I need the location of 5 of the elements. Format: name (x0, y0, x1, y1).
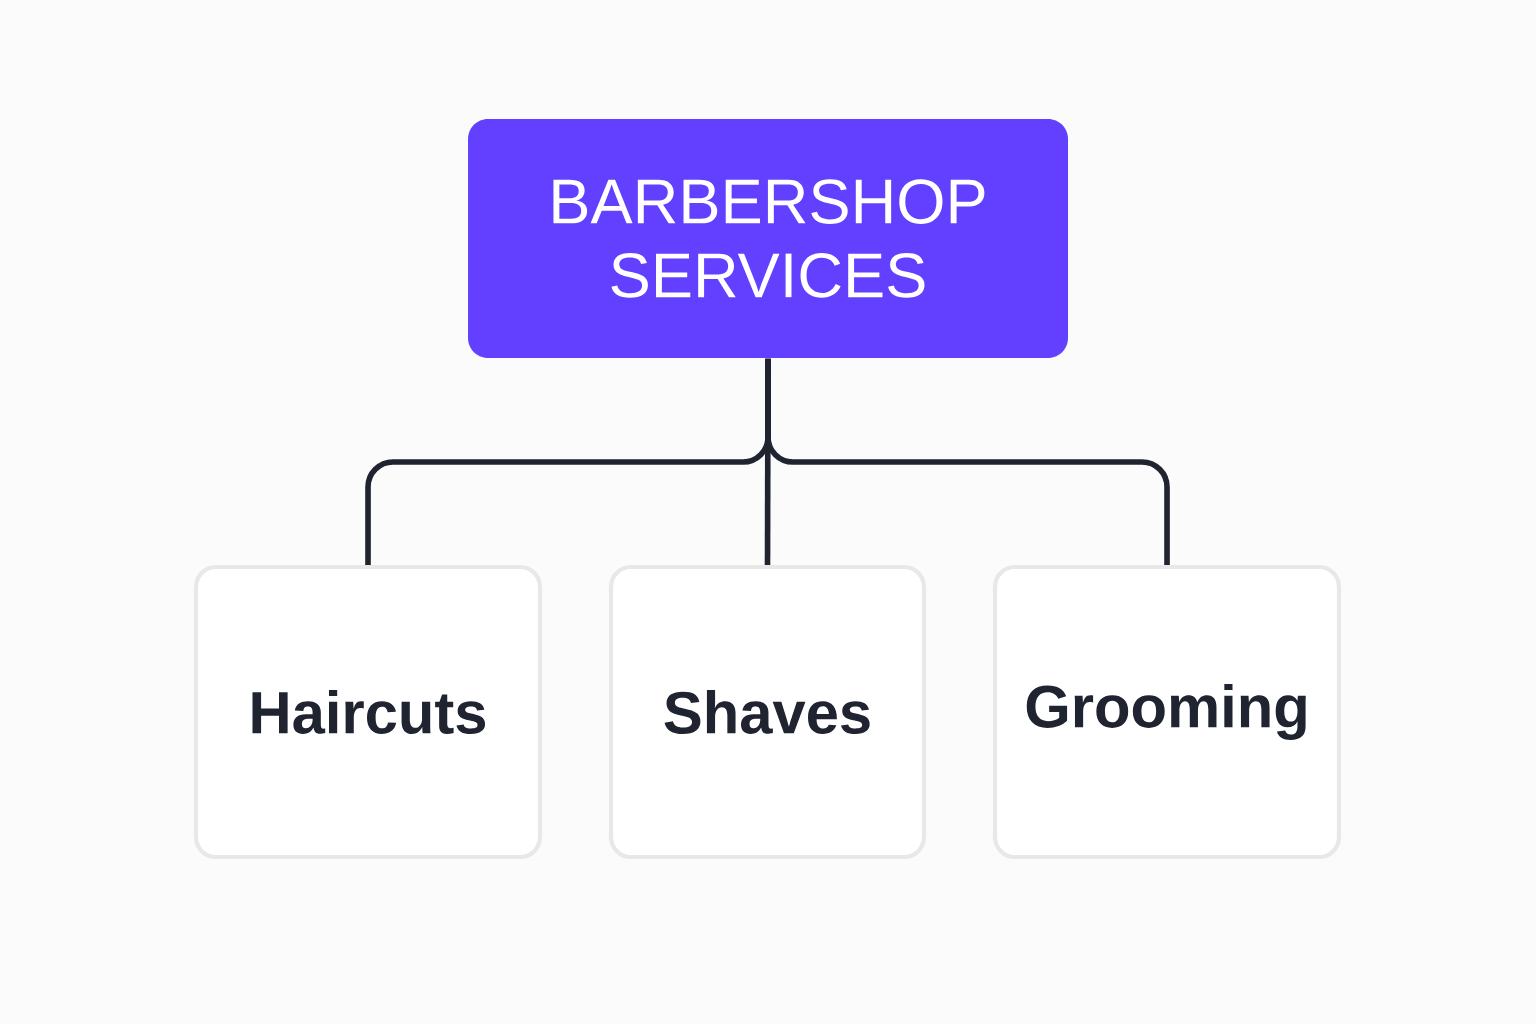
title-box: BARBERSHOP SERVICES (468, 119, 1068, 358)
connector-line (765, 358, 1170, 565)
category-box: Grooming (992, 564, 1342, 860)
category-box: Shaves (608, 564, 927, 860)
category-box: Haircuts (193, 564, 543, 860)
